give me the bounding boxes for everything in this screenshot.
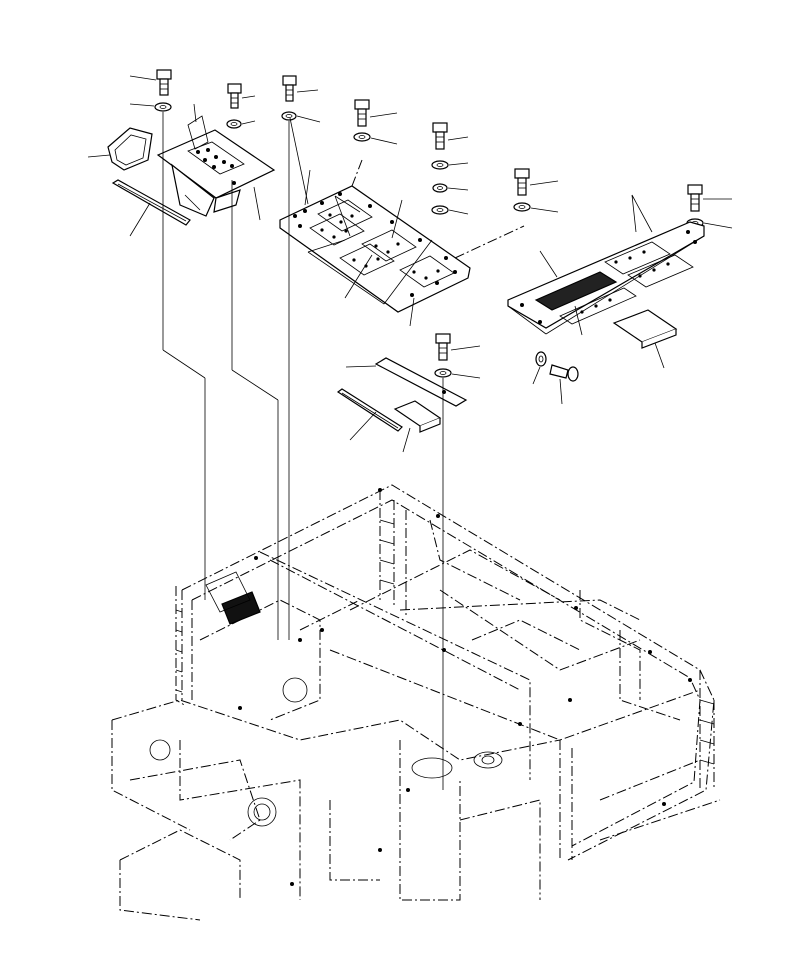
washer-1 [129, 102, 172, 112]
alignment-lines [162, 112, 444, 790]
seal-strip-2 [336, 388, 403, 441]
frame-hole-markers [238, 488, 692, 886]
plate-holes [293, 192, 457, 297]
washer-11 [532, 351, 547, 385]
pad-center [393, 400, 442, 453]
bolt-2 [227, 83, 256, 109]
washer-3 [281, 111, 321, 123]
washer-7 [431, 205, 469, 215]
washer-4 [353, 132, 398, 145]
small-plate [345, 357, 468, 407]
bolt-4 [354, 99, 398, 127]
washer-5 [431, 160, 469, 170]
pad-right [612, 309, 678, 369]
bolt-8 [435, 333, 481, 361]
washer-10 [434, 368, 481, 379]
washer-2 [226, 119, 256, 129]
bolt-5 [432, 122, 469, 150]
bolt-7 [687, 184, 732, 212]
bracket-box-plate [156, 103, 276, 221]
seal-strip-1 [111, 179, 191, 237]
upper-frame-assembly [111, 484, 721, 921]
center-cover-plate [279, 117, 525, 327]
bolt-side [549, 364, 579, 405]
bolt-6 [514, 168, 559, 196]
bolt-3 [282, 75, 319, 102]
washer-6 [432, 183, 469, 193]
bolt-1 [129, 69, 172, 96]
grille-cover [87, 127, 153, 171]
right-cover-plate [507, 194, 705, 336]
washer-8 [513, 202, 559, 213]
